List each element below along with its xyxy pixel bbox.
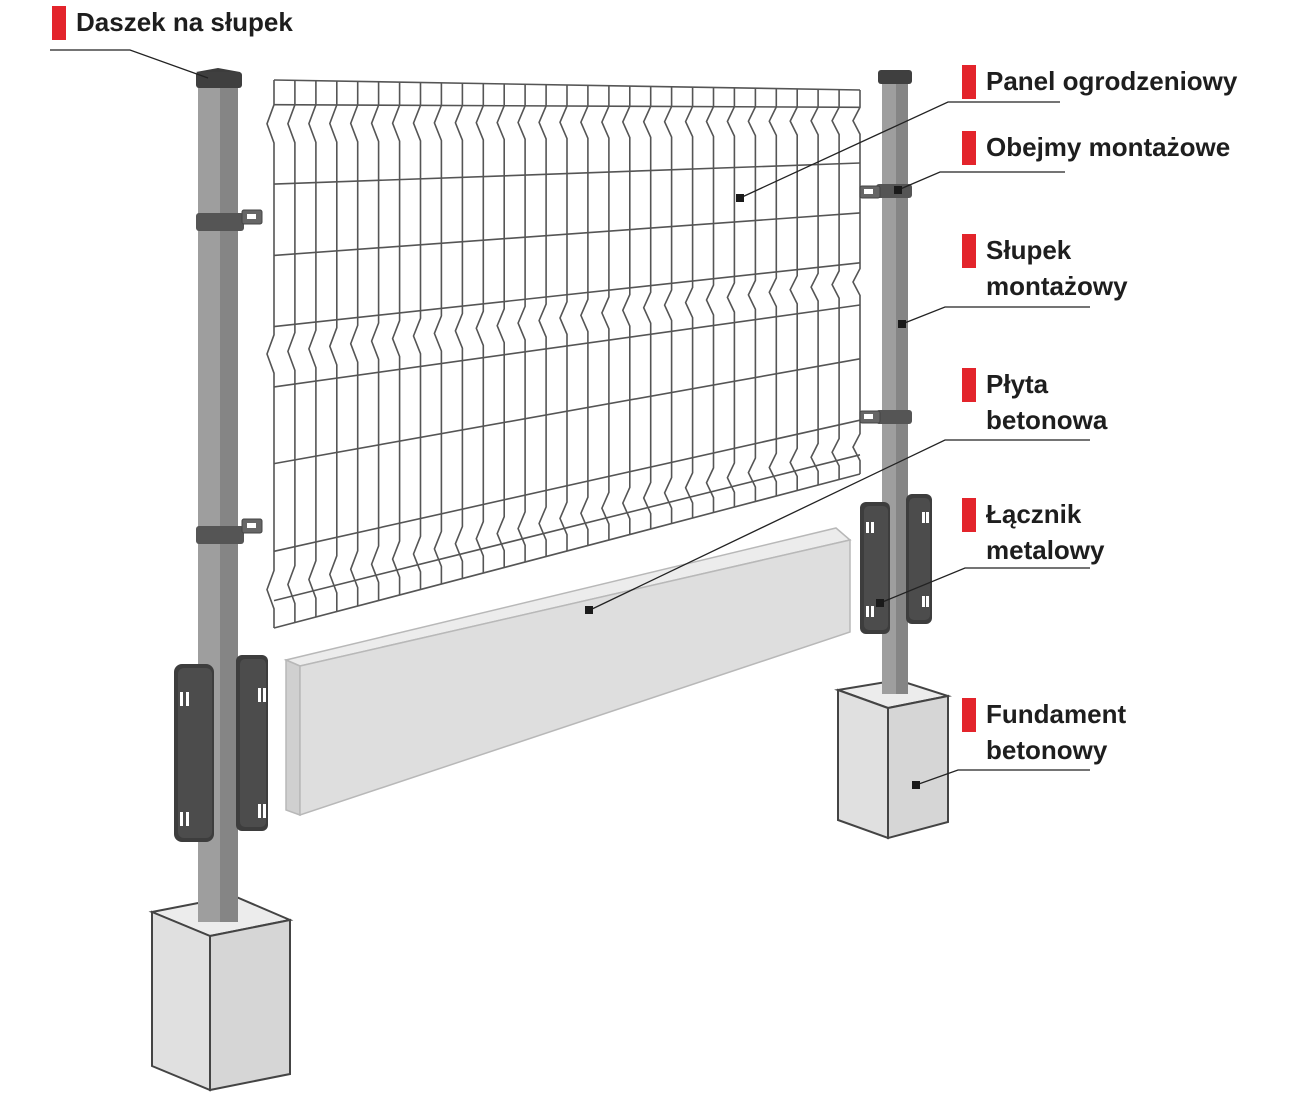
left-clamp-bottom bbox=[196, 518, 263, 544]
label-foundation: Fundament betonowy bbox=[962, 696, 1126, 768]
label-marker bbox=[962, 498, 976, 532]
label-marker bbox=[962, 234, 976, 268]
mesh-vertical-wire bbox=[538, 84, 547, 557]
leader-dots bbox=[585, 186, 920, 789]
leader-panel bbox=[739, 101, 1060, 199]
label-panel: Panel ogrodzeniowy bbox=[962, 63, 1237, 99]
mesh-vertical-wire bbox=[391, 82, 401, 595]
mesh-vertical-wire bbox=[831, 89, 840, 480]
mesh-vertical-wire bbox=[663, 86, 673, 524]
label-marker bbox=[52, 6, 66, 40]
leader-clamps bbox=[897, 171, 1065, 191]
mesh-vertical-wire bbox=[412, 82, 422, 590]
mesh-vertical-wire bbox=[559, 85, 568, 551]
mesh-vertical-wire bbox=[475, 83, 485, 573]
mesh-vertical-wire bbox=[684, 87, 694, 518]
mesh-vertical-wire bbox=[747, 88, 757, 502]
leader-post bbox=[901, 306, 1090, 325]
mesh-vertical-wire bbox=[454, 83, 464, 579]
left-foundation bbox=[148, 894, 294, 1092]
right-clamp-top bbox=[859, 184, 912, 199]
label-foundation-line1: Fundament bbox=[986, 699, 1127, 729]
right-foundation bbox=[834, 678, 952, 840]
leader-cap bbox=[50, 49, 209, 79]
mesh-vertical-wire bbox=[726, 87, 736, 507]
mesh-vertical-wire bbox=[810, 89, 819, 485]
label-marker bbox=[962, 65, 976, 99]
mesh-vertical-wire bbox=[433, 82, 443, 584]
leader-lines bbox=[50, 49, 1090, 786]
mesh-vertical-wire bbox=[580, 85, 589, 546]
mesh-horizontal-wire bbox=[273, 454, 861, 602]
mesh-vertical-wire bbox=[517, 84, 526, 562]
label-cap: Daszek na słupek bbox=[52, 4, 293, 40]
label-clamps-text: Obejmy montażowe bbox=[986, 132, 1231, 162]
leader-plate bbox=[589, 439, 1090, 611]
label-marker bbox=[962, 698, 976, 732]
mesh-vertical-wire bbox=[496, 83, 505, 568]
mesh-vertical-wire bbox=[642, 86, 652, 529]
left-metal-connector bbox=[174, 655, 268, 842]
mesh-vertical-wire bbox=[789, 88, 798, 491]
mesh-vertical-wire bbox=[601, 85, 610, 540]
label-post-line2: montażowy bbox=[986, 271, 1128, 301]
mesh-vertical-wire bbox=[328, 81, 338, 612]
label-plate-line2: betonowa bbox=[986, 405, 1108, 435]
label-clamps: Obejmy montażowe bbox=[962, 129, 1230, 165]
right-clamp-bottom bbox=[859, 410, 912, 424]
label-cap-text: Daszek na słupek bbox=[76, 7, 293, 37]
mesh-vertical-wire bbox=[768, 88, 778, 496]
label-connector-line2: metalowy bbox=[986, 535, 1105, 565]
mesh-vertical-wire bbox=[349, 81, 359, 606]
mesh-vertical-wire bbox=[370, 81, 380, 601]
label-post-line1: Słupek bbox=[986, 235, 1072, 265]
label-marker bbox=[962, 368, 976, 402]
label-connector-line1: Łącznik bbox=[986, 499, 1082, 529]
label-marker bbox=[962, 131, 976, 165]
fence-panel-mesh bbox=[266, 79, 861, 629]
concrete-plate bbox=[283, 527, 852, 817]
label-plate: Płyta betonowa bbox=[962, 366, 1107, 438]
label-connector: Łącznik metalowy bbox=[962, 496, 1105, 568]
label-foundation-line2: betonowy bbox=[986, 735, 1108, 765]
left-post bbox=[174, 68, 268, 922]
leader-connector bbox=[879, 567, 1090, 604]
leader-foundation bbox=[915, 769, 1090, 786]
right-post bbox=[859, 70, 932, 694]
mesh-vertical-wire bbox=[308, 80, 317, 617]
mesh-vertical-wire bbox=[266, 80, 275, 628]
label-panel-text: Panel ogrodzeniowy bbox=[986, 66, 1238, 96]
label-plate-line1: Płyta bbox=[986, 369, 1049, 399]
label-post: Słupek montażowy bbox=[962, 232, 1128, 304]
mesh-vertical-wire bbox=[287, 80, 296, 623]
left-clamp-top bbox=[196, 209, 263, 231]
mesh-vertical-wire bbox=[705, 87, 715, 513]
mesh-vertical-wire bbox=[621, 86, 631, 535]
mesh-vertical-wire bbox=[852, 90, 861, 474]
